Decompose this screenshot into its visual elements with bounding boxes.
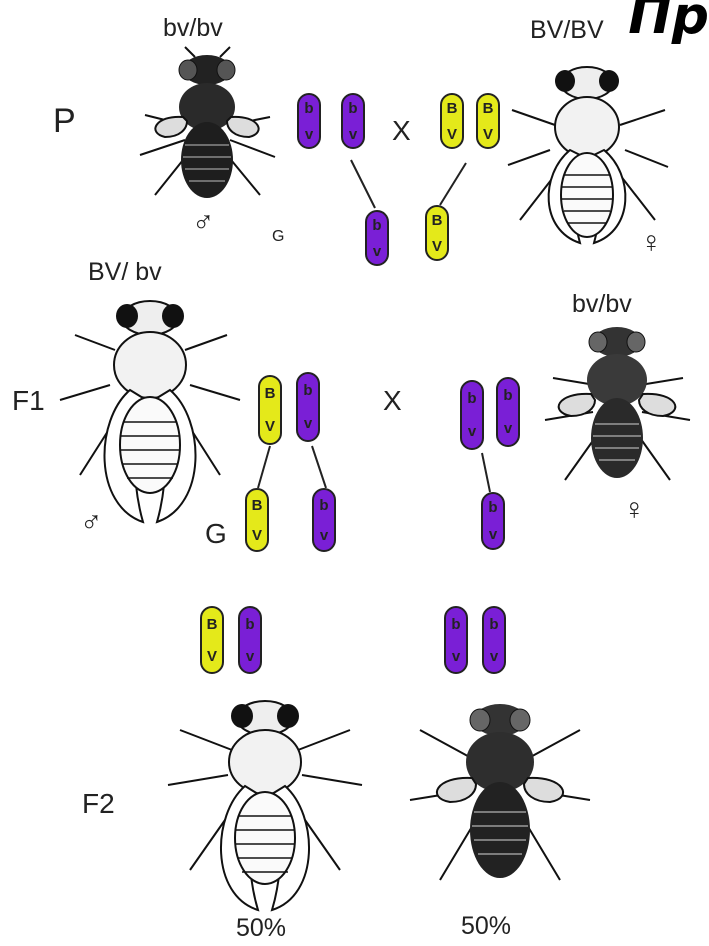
fly-f2-gray-normal: [160, 690, 370, 915]
fly-f1-male-gray-normal: [55, 290, 245, 530]
fly-p-male-black-vestigial: [125, 45, 290, 215]
fly-f2-black-vestigial: [400, 690, 600, 895]
fly-p-female-gray-normal: [500, 55, 675, 250]
fly-f1-female-black-vestigial: [535, 320, 700, 495]
